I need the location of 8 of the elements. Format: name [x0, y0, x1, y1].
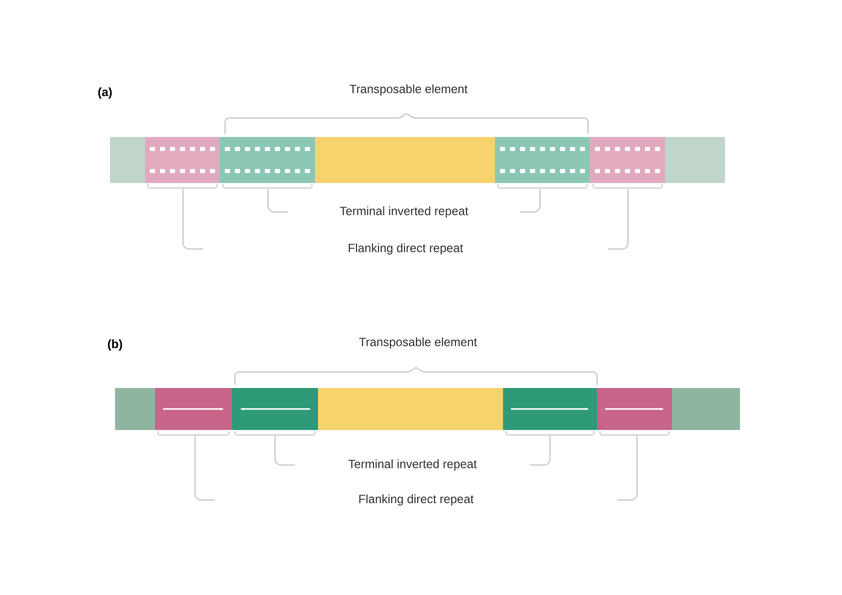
bracket-label: Flanking direct repeat	[348, 243, 464, 255]
bracket-label: Terminal inverted repeat	[340, 206, 468, 218]
bracket-label: Terminal inverted repeat	[348, 459, 477, 471]
panel-label: (a)	[98, 87, 112, 99]
bracket-label: Transposable element	[350, 84, 468, 96]
panel-label: (b)	[108, 339, 122, 351]
bracket-label: Flanking direct repeat	[359, 494, 474, 506]
bracket-label: Transposable element	[359, 337, 478, 349]
